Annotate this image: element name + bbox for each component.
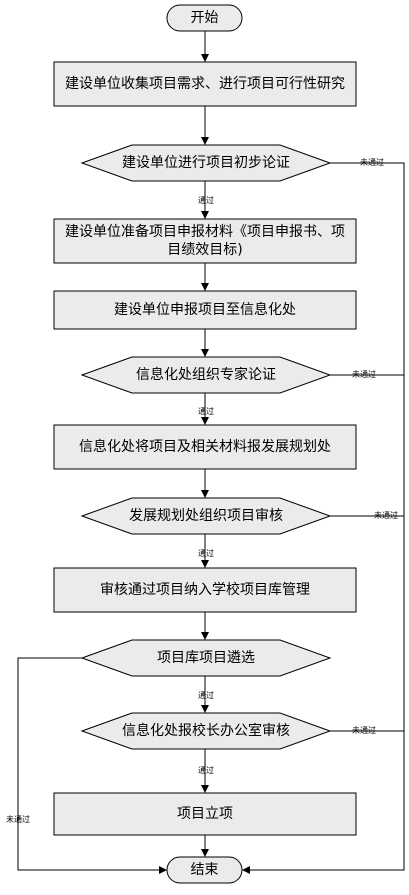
step-box-4 [53,424,357,470]
reject-rail-left [17,657,167,874]
fail-label-2: 未通过 [352,370,376,379]
step-label-6: 项目立项 [177,806,233,822]
end-label: 结束 [190,862,219,878]
step-box-6 [53,792,357,836]
decision-label-4: 项目库项目遴选 [157,650,255,666]
step-box-3 [53,290,357,330]
step-box-2 [53,218,357,264]
decision-label-2: 信息化处组织专家论证 [136,367,276,383]
fail-label-4: 未通过 [352,726,376,735]
step-label-5: 审核通过项目纳入学校项目库管理 [100,582,310,598]
fail-label-3: 未通过 [374,511,398,520]
decision-label-3: 发展规划处组织项目审核 [129,508,283,524]
start-label: 开始 [190,10,219,26]
pass-label-2: 通过 [198,407,214,416]
step-label-4: 信息化处将项目及相关材料报发展规划处 [79,439,331,455]
fail-label-5: 未通过 [6,815,30,824]
decision-label-1: 建设单位进行项目初步论证 [122,155,290,171]
pass-label-1: 通过 [198,196,214,205]
step-label-3: 建设单位申报项目至信息化处 [114,302,296,318]
fail-label-1: 未通过 [360,158,384,167]
decision-label-5: 信息化处报校长办公室审核 [122,723,290,739]
step-label-1: 建设单位收集项目需求、进行项目可行性研究 [65,76,345,92]
pass-label-4: 通过 [198,691,214,700]
decision-shape-4 [80,639,332,677]
pass-label-5: 通过 [198,766,214,775]
step-label-2: 建设单位准备项目申报材料《项目申报书、项目绩效目标) [65,224,345,258]
step-box-5 [53,567,357,613]
pass-label-3: 通过 [198,549,214,558]
